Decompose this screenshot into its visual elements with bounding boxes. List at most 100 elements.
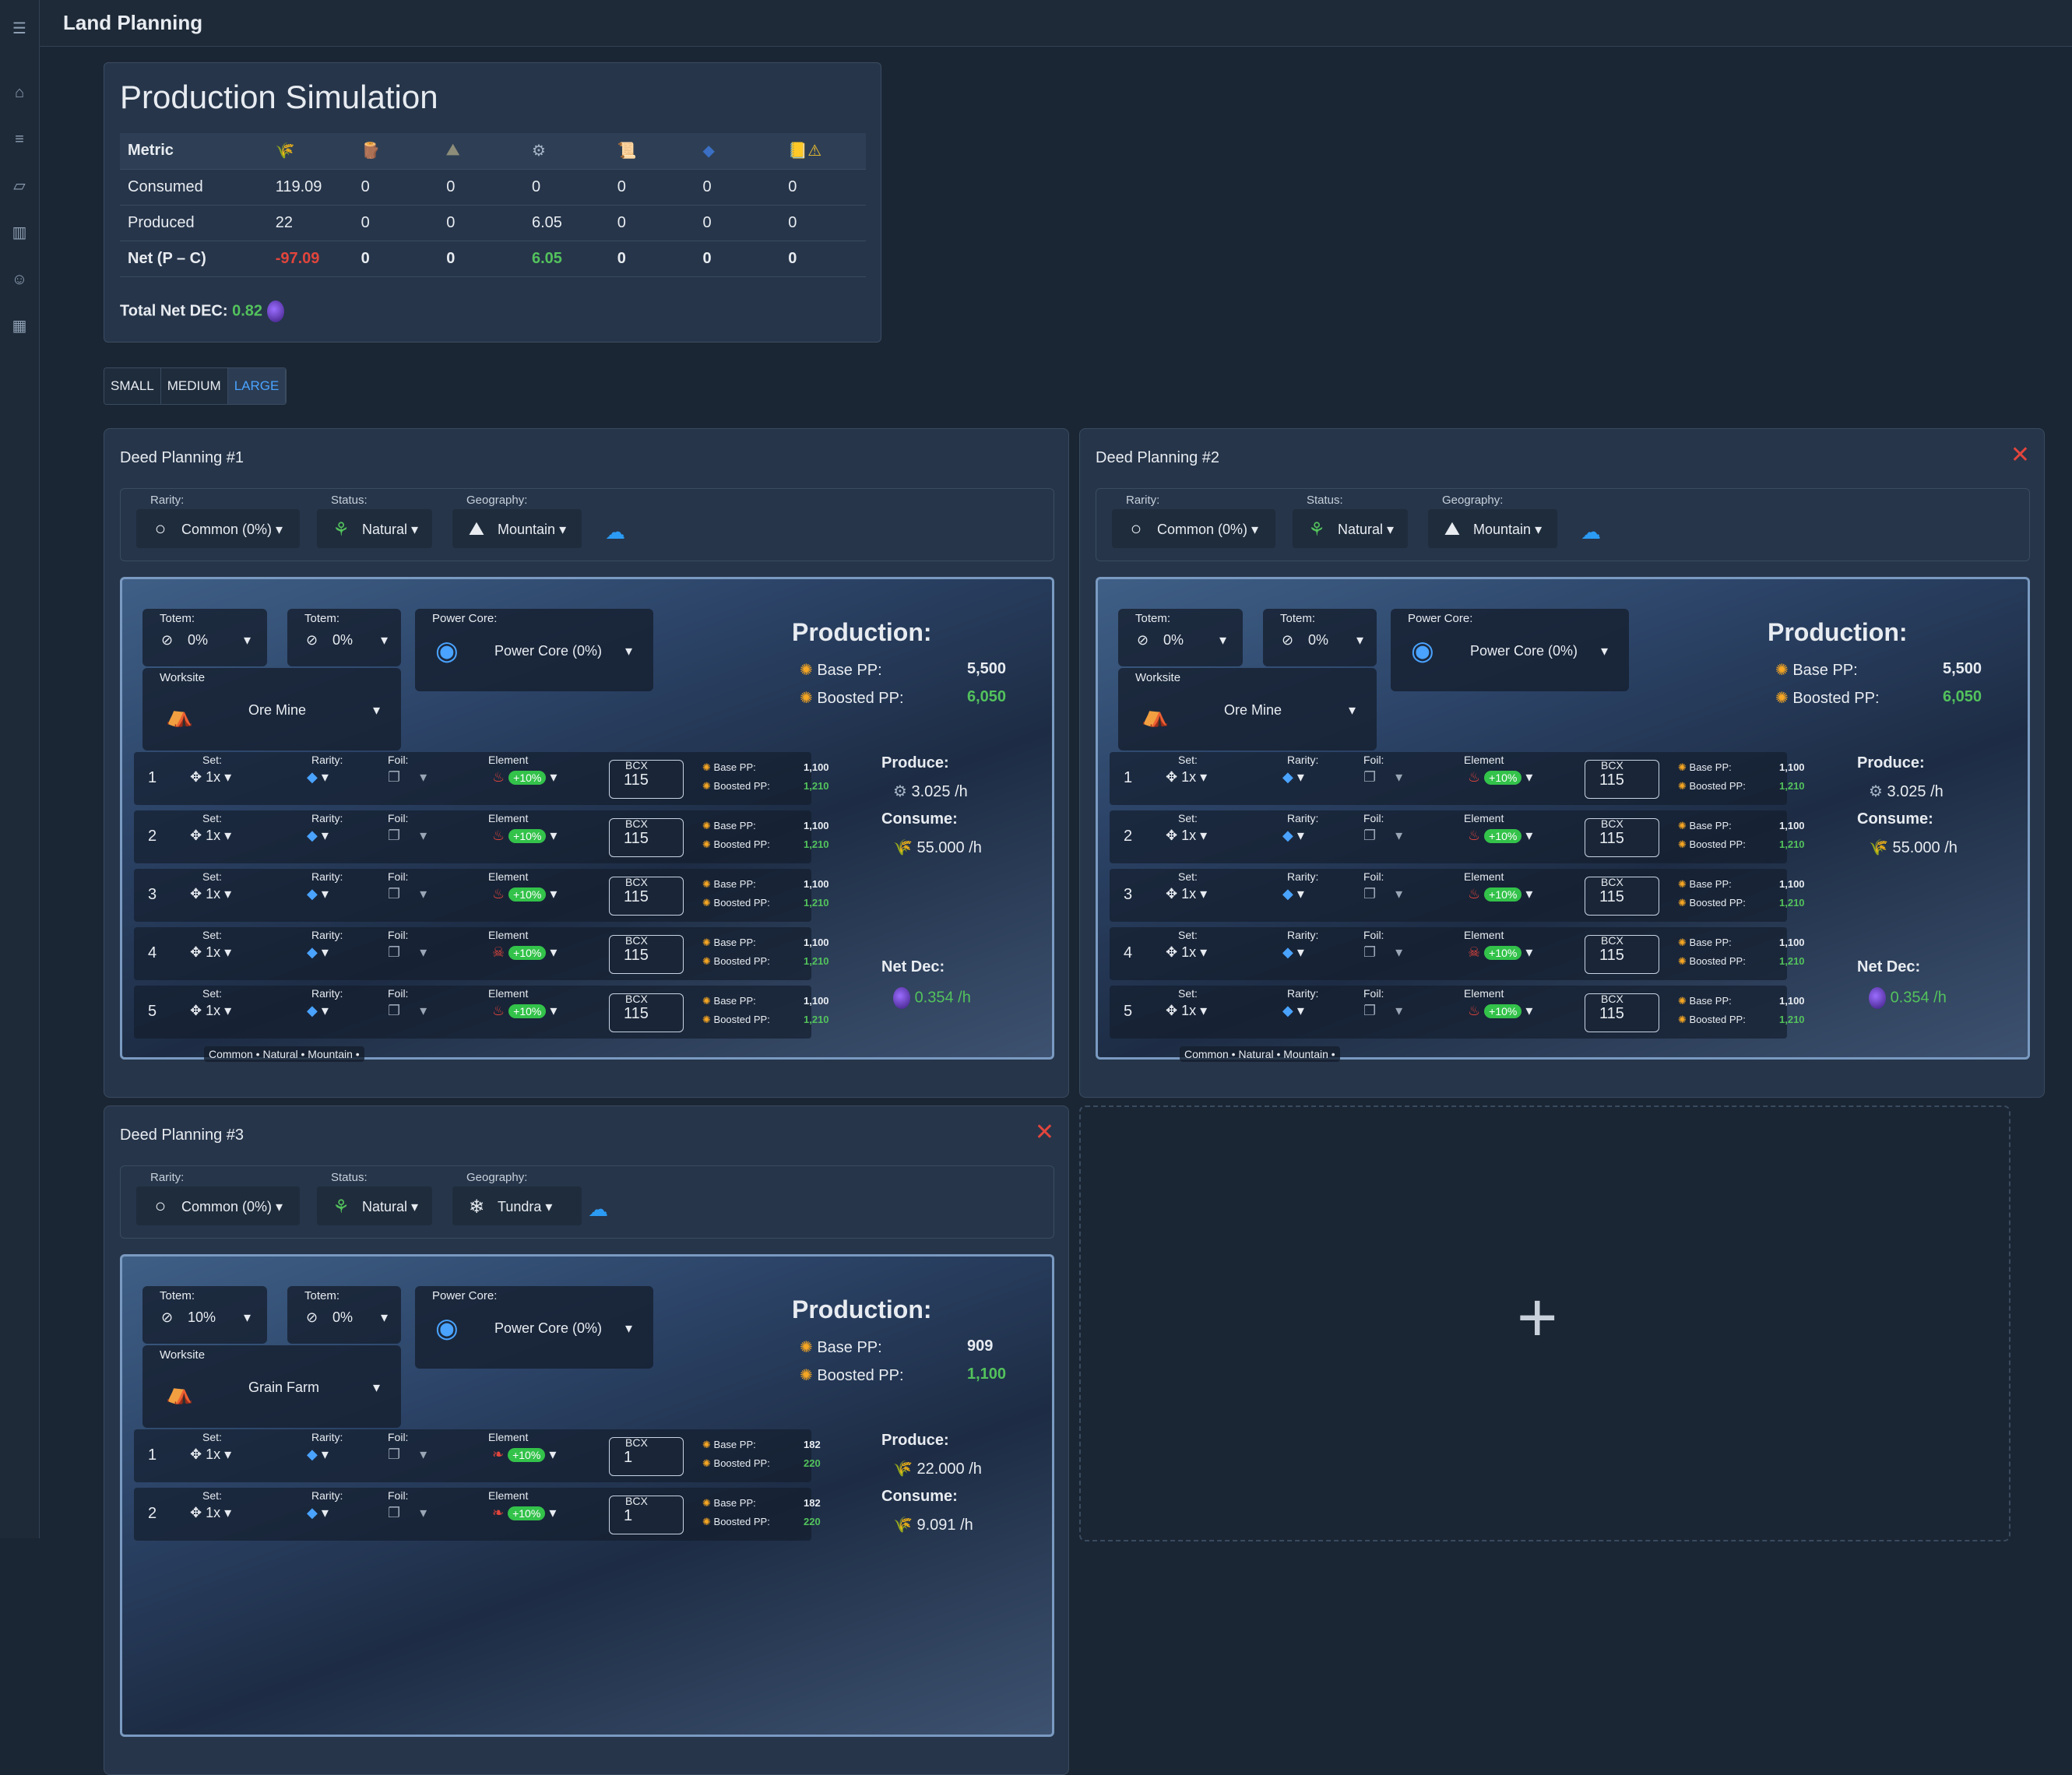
rarity-select[interactable]: Rarity:○Common (0%) ▾ [1112,494,1275,548]
power-core-select[interactable]: Power Core:◉Power Core (0%)▾ [415,1286,653,1369]
foil-select[interactable]: ❐ ▾ [388,769,427,785]
close-icon[interactable]: ✕ [1034,1119,1054,1145]
foil-select[interactable]: ❐ ▾ [1363,886,1403,902]
geography-select[interactable]: Geography:❄Tundra ▾ [452,1171,582,1225]
rarity-gem-select[interactable]: ◆ ▾ [307,886,329,902]
geography-select[interactable]: Geography:⛰Mountain ▾ [1428,494,1557,548]
worksite-select[interactable]: Worksite⛺Ore Mine▾ [142,668,401,750]
rarity-gem-select[interactable]: ◆ ▾ [1282,769,1304,785]
rarity-gem-select[interactable]: ◆ ▾ [307,1003,329,1018]
rarity-select[interactable]: Rarity:○Common (0%) ▾ [136,1171,300,1225]
set-select[interactable]: ✥ 1x ▾ [190,769,232,785]
rarity-gem-select[interactable]: ◆ ▾ [307,828,329,843]
foil-select[interactable]: ❐ ▾ [388,944,427,960]
rarity-gem-select[interactable]: ◆ ▾ [1282,886,1304,902]
set-select[interactable]: ✥ 1x ▾ [190,944,232,960]
set-select[interactable]: ✥ 1x ▾ [1166,886,1208,902]
rarity-gem-select[interactable]: ◆ ▾ [1282,828,1304,843]
element-select[interactable]: ♨ +10% ▾ [1468,828,1533,843]
home-icon[interactable]: ⌂ [14,84,25,101]
deed-board: Totem:⊘0%▾ Totem:⊘0%▾ Power Core:◉Power … [120,577,1054,1062]
element-select[interactable]: ♨ +10% ▾ [1468,1003,1533,1018]
set-select[interactable]: ✥ 1x ▾ [190,886,232,902]
size-medium-button[interactable]: MEDIUM [160,368,228,404]
element-select[interactable]: ♨ +10% ▾ [1468,886,1533,902]
set-select[interactable]: ✥ 1x ▾ [190,1505,232,1520]
element-select[interactable]: ❧ +10% ▾ [492,1446,557,1462]
foil-select[interactable]: ❐ ▾ [388,1003,427,1018]
element-select[interactable]: ♨ +10% ▾ [492,828,558,843]
worksite-select[interactable]: Worksite⛺Grain Farm▾ [142,1345,401,1428]
totem-select-1[interactable]: Totem:⊘0%▾ [1118,609,1243,666]
rarity-gem-select[interactable]: ◆ ▾ [1282,944,1304,960]
totem-select-2[interactable]: Totem:⊘0%▾ [287,609,401,666]
status-select[interactable]: Status:⚘Natural ▾ [1293,494,1408,548]
database-icon[interactable]: ≡ [15,131,24,148]
element-select[interactable]: ☠ +10% ▾ [1468,944,1533,960]
rarity-gem-select[interactable]: ◆ ▾ [307,1446,329,1462]
cloud-download-icon[interactable]: ☁ [1581,520,1601,543]
set-select[interactable]: ✥ 1x ▾ [1166,1003,1208,1018]
element-select[interactable]: ❧ +10% ▾ [492,1505,557,1520]
element-select[interactable]: ♨ +10% ▾ [1468,769,1533,785]
rarity-gem-select[interactable]: ◆ ▾ [1282,1003,1304,1018]
set-select[interactable]: ✥ 1x ▾ [190,1446,232,1462]
totem-select-1[interactable]: Totem:⊘0%▾ [142,609,267,666]
slot-base-pp: ✺ Base PP:1,100 [702,995,829,1007]
foil-select[interactable]: ❐ ▾ [388,828,427,843]
cloud-download-icon[interactable]: ☁ [588,1197,608,1221]
close-icon[interactable]: ✕ [2010,442,2030,468]
rarity-gem-select[interactable]: ◆ ▾ [307,769,329,785]
foil-select[interactable]: ❐ ▾ [388,1446,427,1462]
element-select[interactable]: ♨ +10% ▾ [492,769,558,785]
totem-select-2[interactable]: Totem:⊘0%▾ [1263,609,1377,666]
element-select[interactable]: ♨ +10% ▾ [492,1003,558,1018]
size-small-button[interactable]: SMALL [104,368,161,404]
set-select[interactable]: ✥ 1x ▾ [190,828,232,843]
set-select[interactable]: ✥ 1x ▾ [1166,769,1208,785]
totem-select-2[interactable]: Totem:⊘0%▾ [287,1286,401,1344]
set-label: Set: [1178,870,1198,883]
power-core-select[interactable]: Power Core:◉Power Core (0%)▾ [415,609,653,691]
set-select[interactable]: ✥ 1x ▾ [190,1003,232,1018]
worksite-select[interactable]: Worksite⛺Ore Mine▾ [1118,668,1377,750]
totem-select-1[interactable]: Totem:⊘10%▾ [142,1286,267,1344]
cloud-download-icon[interactable]: ☁ [605,520,625,543]
element-select[interactable]: ☠ +10% ▾ [492,944,558,960]
rarity-gem-select[interactable]: ◆ ▾ [307,944,329,960]
foil-select[interactable]: ❐ ▾ [1363,1003,1403,1018]
add-deed-button[interactable]: + [1079,1105,2010,1541]
geography-select[interactable]: Geography:⛰Mountain ▾ [452,494,582,548]
foil-select[interactable]: ❐ ▾ [1363,769,1403,785]
status-select[interactable]: Status:⚘Natural ▾ [317,1171,432,1225]
calendar-icon[interactable]: ▦ [12,318,27,335]
set-select[interactable]: ✥ 1x ▾ [1166,944,1208,960]
set-select[interactable]: ✥ 1x ▾ [1166,828,1208,843]
size-large-button[interactable]: LARGE [227,368,287,404]
map-icon[interactable]: ▱ [13,178,26,195]
rarity-gem-select[interactable]: ◆ ▾ [307,1505,329,1520]
chart-icon[interactable]: ▥ [12,224,27,241]
foil-select[interactable]: ❐ ▾ [388,886,427,902]
menu-icon[interactable]: ☰ [12,20,26,37]
rarity-select[interactable]: Rarity:○Common (0%) ▾ [136,494,300,548]
status-select[interactable]: Status:⚘Natural ▾ [317,494,432,548]
foil-select[interactable]: ❐ ▾ [1363,944,1403,960]
element-select[interactable]: ♨ +10% ▾ [492,886,558,902]
foil-select[interactable]: ❐ ▾ [1363,828,1403,843]
power-core-select[interactable]: Power Core:◉Power Core (0%)▾ [1391,609,1629,691]
users-icon[interactable]: ☺ [11,271,28,288]
foil-select[interactable]: ❐ ▾ [388,1505,427,1520]
